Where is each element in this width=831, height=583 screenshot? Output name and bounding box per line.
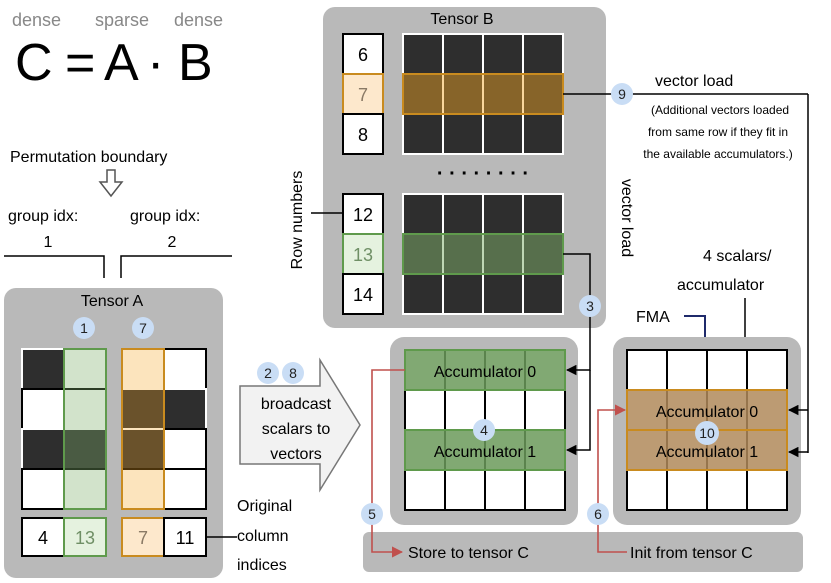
- group-num-2: 2: [168, 234, 177, 251]
- tensor-b-top-matrix: [402, 33, 564, 155]
- step-badge-6: 6: [587, 503, 609, 525]
- equation-a: A: [104, 34, 139, 92]
- col-index-label: 7: [138, 528, 148, 548]
- step-badge-7: 7: [132, 317, 154, 339]
- dense-label-left: dense: [12, 10, 61, 30]
- svg-text:4: 4: [480, 422, 488, 438]
- row-numbers-label: Row numbers: [289, 171, 306, 270]
- store-init-bar: [363, 532, 803, 572]
- step-badge-2: 2: [257, 362, 279, 384]
- svg-text:1: 1: [80, 320, 88, 336]
- down-arrow-icon: [98, 169, 124, 198]
- group-bracket-1: [4, 255, 105, 278]
- tensor-b: Tensor B 6 7 8 · · · · · · · · 12 13 14: [323, 7, 606, 328]
- tensor-a-title: Tensor A: [81, 293, 144, 310]
- group-label-2: group idx:: [130, 208, 200, 225]
- init-arrow: [597, 404, 627, 553]
- broadcast-arrow: broadcast scalars to vectors: [239, 357, 361, 493]
- svg-text:10: 10: [699, 425, 715, 441]
- scalars-label-1: 4 scalars/: [703, 248, 772, 265]
- svg-text:8: 8: [289, 365, 297, 381]
- step-badge-4: 4: [473, 419, 495, 441]
- vector-load-note-1: (Additional vectors loaded: [651, 103, 789, 117]
- col-index-label: 11: [176, 528, 195, 548]
- row-number-label: 7: [358, 85, 368, 105]
- equation-equals: =: [65, 34, 95, 92]
- left-acc-0-label: Accumulator 0: [434, 364, 536, 381]
- svg-text:5: 5: [368, 506, 376, 522]
- vector-load-note-3: the available accumulators.): [643, 147, 792, 161]
- step-badge-3: 3: [579, 295, 601, 317]
- col-index-label: 4: [38, 528, 48, 548]
- tensor-a-green-column: [63, 348, 107, 510]
- row-number-label: 14: [353, 285, 373, 305]
- broadcast-label-3: vectors: [270, 446, 322, 463]
- sparse-label: sparse: [95, 10, 149, 30]
- equation-dot: ·: [147, 34, 164, 92]
- step-badge-10: 10: [695, 421, 719, 445]
- orig-label-3: indices: [237, 557, 287, 574]
- right-acc-1-label: Accumulator 1: [656, 444, 758, 461]
- right-acc-0-label: Accumulator 0: [656, 404, 758, 421]
- group-num-1: 1: [44, 234, 53, 251]
- vector-load-side-label: vector load: [618, 179, 635, 257]
- col-index-cell: [63, 517, 107, 557]
- row-number-label: 13: [353, 245, 373, 265]
- col-index-cell: [21, 517, 65, 557]
- tensor-a-matrix: [21, 348, 207, 510]
- row-number-label: 6: [358, 45, 368, 65]
- svg-text:2: 2: [264, 365, 272, 381]
- step-badge-9: 9: [611, 83, 633, 105]
- tensor-b-title: Tensor B: [430, 11, 493, 28]
- svg-text:6: 6: [594, 506, 602, 522]
- step-badge-8: 8: [282, 362, 304, 384]
- equation-b: B: [178, 34, 213, 92]
- step-badge-1: 1: [73, 317, 95, 339]
- fma-label: FMA: [636, 309, 670, 326]
- vector-load-arrow-acc1: [565, 370, 591, 456]
- group-bracket-2: [120, 255, 232, 278]
- orig-label-2: column: [237, 528, 289, 545]
- left-accumulator-0: [404, 349, 566, 391]
- orig-label-1: Original: [237, 498, 292, 515]
- vector-load-note-2: from same row if they fit in: [648, 125, 788, 139]
- step-badge-5: 5: [361, 503, 383, 525]
- right-accumulator-0: [626, 389, 788, 431]
- vector-load-top-label: vector load: [655, 73, 733, 90]
- group-label-1: group idx:: [8, 208, 78, 225]
- equation-c: C: [15, 34, 53, 92]
- tensor-a-orange-column: [121, 348, 165, 510]
- svg-text:9: 9: [618, 86, 626, 102]
- init-label: Init from tensor C: [630, 545, 753, 562]
- broadcast-label-1: broadcast: [261, 396, 332, 413]
- ellipsis-dots: · · · · · · · ·: [437, 163, 529, 185]
- store-label: Store to tensor C: [408, 545, 529, 562]
- svg-text:3: 3: [586, 298, 594, 314]
- store-arrow: [371, 369, 405, 558]
- left-acc-1-label: Accumulator 1: [434, 444, 536, 461]
- tensor-a: Tensor A 4 13 7 11: [4, 288, 223, 578]
- permutation-title: Permutation boundary: [10, 149, 167, 166]
- equation: dense sparse dense C = A · B: [12, 10, 223, 92]
- svg-text:7: 7: [139, 320, 147, 336]
- col-index-label: 13: [75, 528, 95, 548]
- dense-label-right: dense: [174, 10, 223, 30]
- broadcast-label-2: scalars to: [262, 421, 331, 438]
- tensor-b-orange-row: [402, 73, 564, 115]
- tensor-b-bottom-matrix: [402, 193, 564, 315]
- row-number-label: 12: [353, 205, 373, 225]
- row-number-label: 8: [358, 125, 368, 145]
- fma-leader: [684, 315, 706, 343]
- permutation-boundary: Permutation boundary group idx: group id…: [4, 149, 232, 278]
- tensor-b-green-row: [402, 233, 564, 275]
- scalars-label-2: accumulator: [677, 277, 765, 294]
